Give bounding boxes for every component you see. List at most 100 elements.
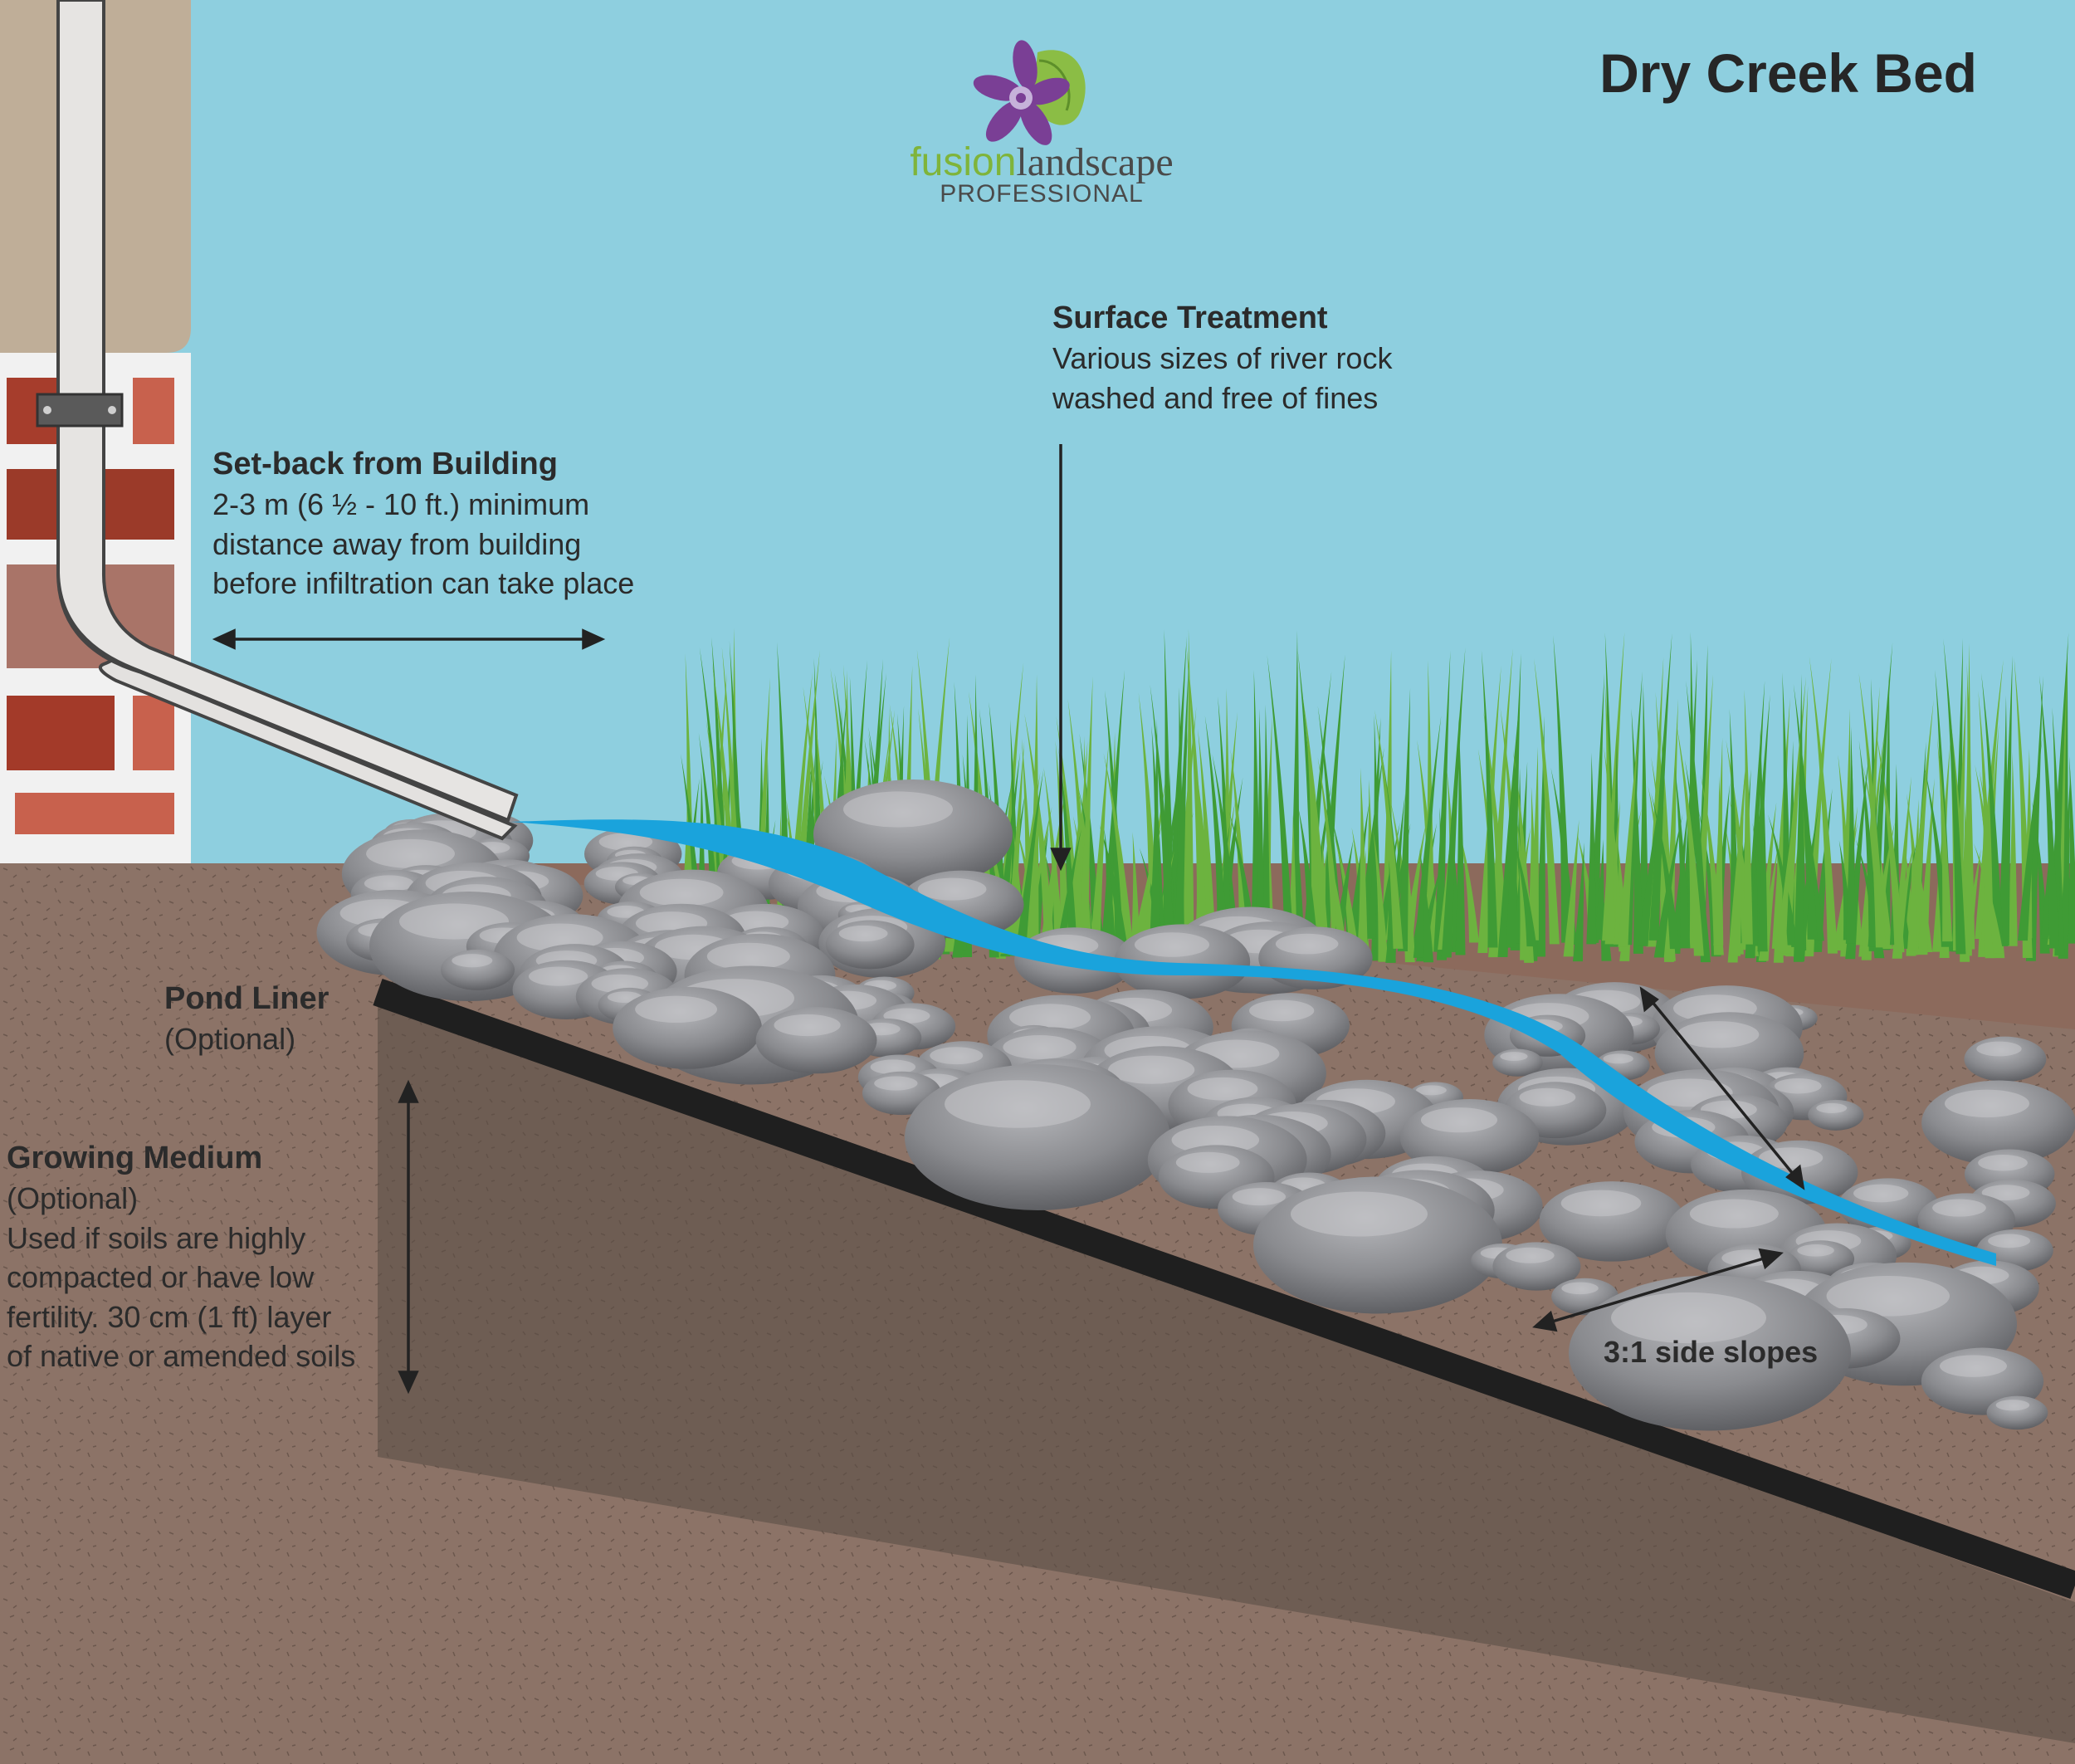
grass-blade [1553,635,1572,943]
logo-word-landscape: landscape [1016,140,1174,184]
growing-medium-line-2: Used if soils are highly [7,1220,306,1255]
grass-blade [1604,683,1616,940]
setback-heading: Set-back from Building [212,447,558,481]
grass-blade [1981,672,2004,945]
grass-blade [1638,776,1664,946]
grass-blade [1373,828,1389,962]
river-rock [613,986,762,1069]
side-slopes-text: 3:1 side slopes [1604,1335,1819,1369]
diagram-title: Dry Creek Bed [1599,42,1977,104]
grass-blade [1998,695,2009,946]
grass-blade [1077,676,1093,960]
grass-blade [1506,653,1521,948]
river-rock [905,1064,1170,1210]
grass-blade [2058,770,2071,959]
river-rock [1539,1181,1685,1262]
sky [0,0,2075,863]
river-rock [755,1007,877,1074]
grass-blade [1090,742,1109,948]
river-rock [1808,1099,1864,1131]
grass-blade [1150,684,1176,962]
grass-blade [1374,710,1404,949]
grass-blade [1961,848,1981,951]
grass-blade [1594,838,1604,941]
setback-label: Set-back from Building 2-3 m (6 ½ - 10 f… [212,443,634,603]
pond-liner-line-1: (Optional) [164,1022,296,1057]
grass-blade [1742,689,1753,945]
grass-blade [1768,814,1798,946]
grass-blade [1648,633,1672,941]
grass-blade [1099,824,1128,948]
river-rock [1492,1048,1543,1077]
grass-blade [1663,698,1678,958]
grass-blade [1936,737,1953,942]
grass-blade [1631,708,1643,954]
flower-leaf-icon [973,40,1086,145]
river-rock [1569,1275,1851,1431]
grass-blade [1534,658,1560,945]
river-rock [1917,1193,2016,1248]
slope-arrow-diagonal [1646,994,1799,1180]
grass-blade [1497,705,1520,957]
setback-line-3: before infiltration can take place [212,566,635,601]
grass-blade [1907,838,1917,950]
pond-liner-heading: Pond Liner [164,981,330,1016]
grass-blade [1483,711,1509,947]
grass-blade [1254,708,1265,959]
grass-blade [1197,728,1216,941]
grass-blade [1999,655,2013,946]
growing-medium-line-1: (Optional) [7,1181,139,1216]
grass-blade [1103,753,1134,946]
grass-blade [2017,736,2043,941]
grass-blade [1173,661,1189,958]
grass-blade [1757,779,1768,952]
arrows [212,444,1805,1395]
logo-word-professional: PROFESSIONAL [940,180,1144,208]
growing-medium-line-5: of native or amended soils [7,1339,356,1374]
growing-medium-line-4: fertility. 30 cm (1 ft) layer [7,1299,332,1334]
grass-blade [1563,819,1579,957]
grass-blade [1204,715,1228,944]
surface-treatment-label: Surface Treatment Various sizes of river… [1052,297,1392,418]
grass-blade [1917,778,1935,955]
grass-blade [1267,654,1296,963]
grass-blade [1024,713,1055,943]
surface-treatment-line-2: washed and free of fines [1052,380,1379,415]
grass-blade [1686,681,1708,949]
grass-blade [1638,682,1649,941]
grass-blade [1676,722,1704,956]
grass-blade [1618,725,1640,947]
grass-blade [1586,752,1597,945]
grass-blade [1880,673,1891,950]
grass-blade [1326,845,1347,950]
river-rock [1253,1176,1502,1314]
river-rock [1964,1036,2047,1082]
river-rock [813,779,1013,889]
grass-blade [1413,715,1442,958]
grass-blade [1943,638,1966,955]
grass-blade [1572,842,1584,962]
grass-blade [1397,688,1411,951]
grass-blade [1418,848,1434,963]
grass-blade [1320,654,1345,939]
grass-blade [1651,792,1680,950]
river-rock [1492,1242,1581,1291]
grass-blade [1535,716,1545,957]
grass-blade [1775,826,1793,952]
grass-blade [1730,773,1745,956]
grass-blade [1749,694,1770,946]
river-rock [1114,924,1251,999]
growing-medium-heading: Growing Medium [7,1141,263,1175]
logo-word-fusion: fusion [910,140,1017,184]
grass-blade [1348,802,1370,939]
grass-blade [1185,642,1208,945]
growing-medium-texture [378,992,2075,1743]
grass-blade [1149,719,1160,956]
pond-liner-label: Pond Liner (Optional) [164,978,329,1059]
grass-blade [1809,656,1838,954]
grass-blade [2007,751,2018,946]
grass-blade [1512,837,1537,947]
river-rock [1787,1240,1855,1278]
grass-blade [1845,726,1856,944]
